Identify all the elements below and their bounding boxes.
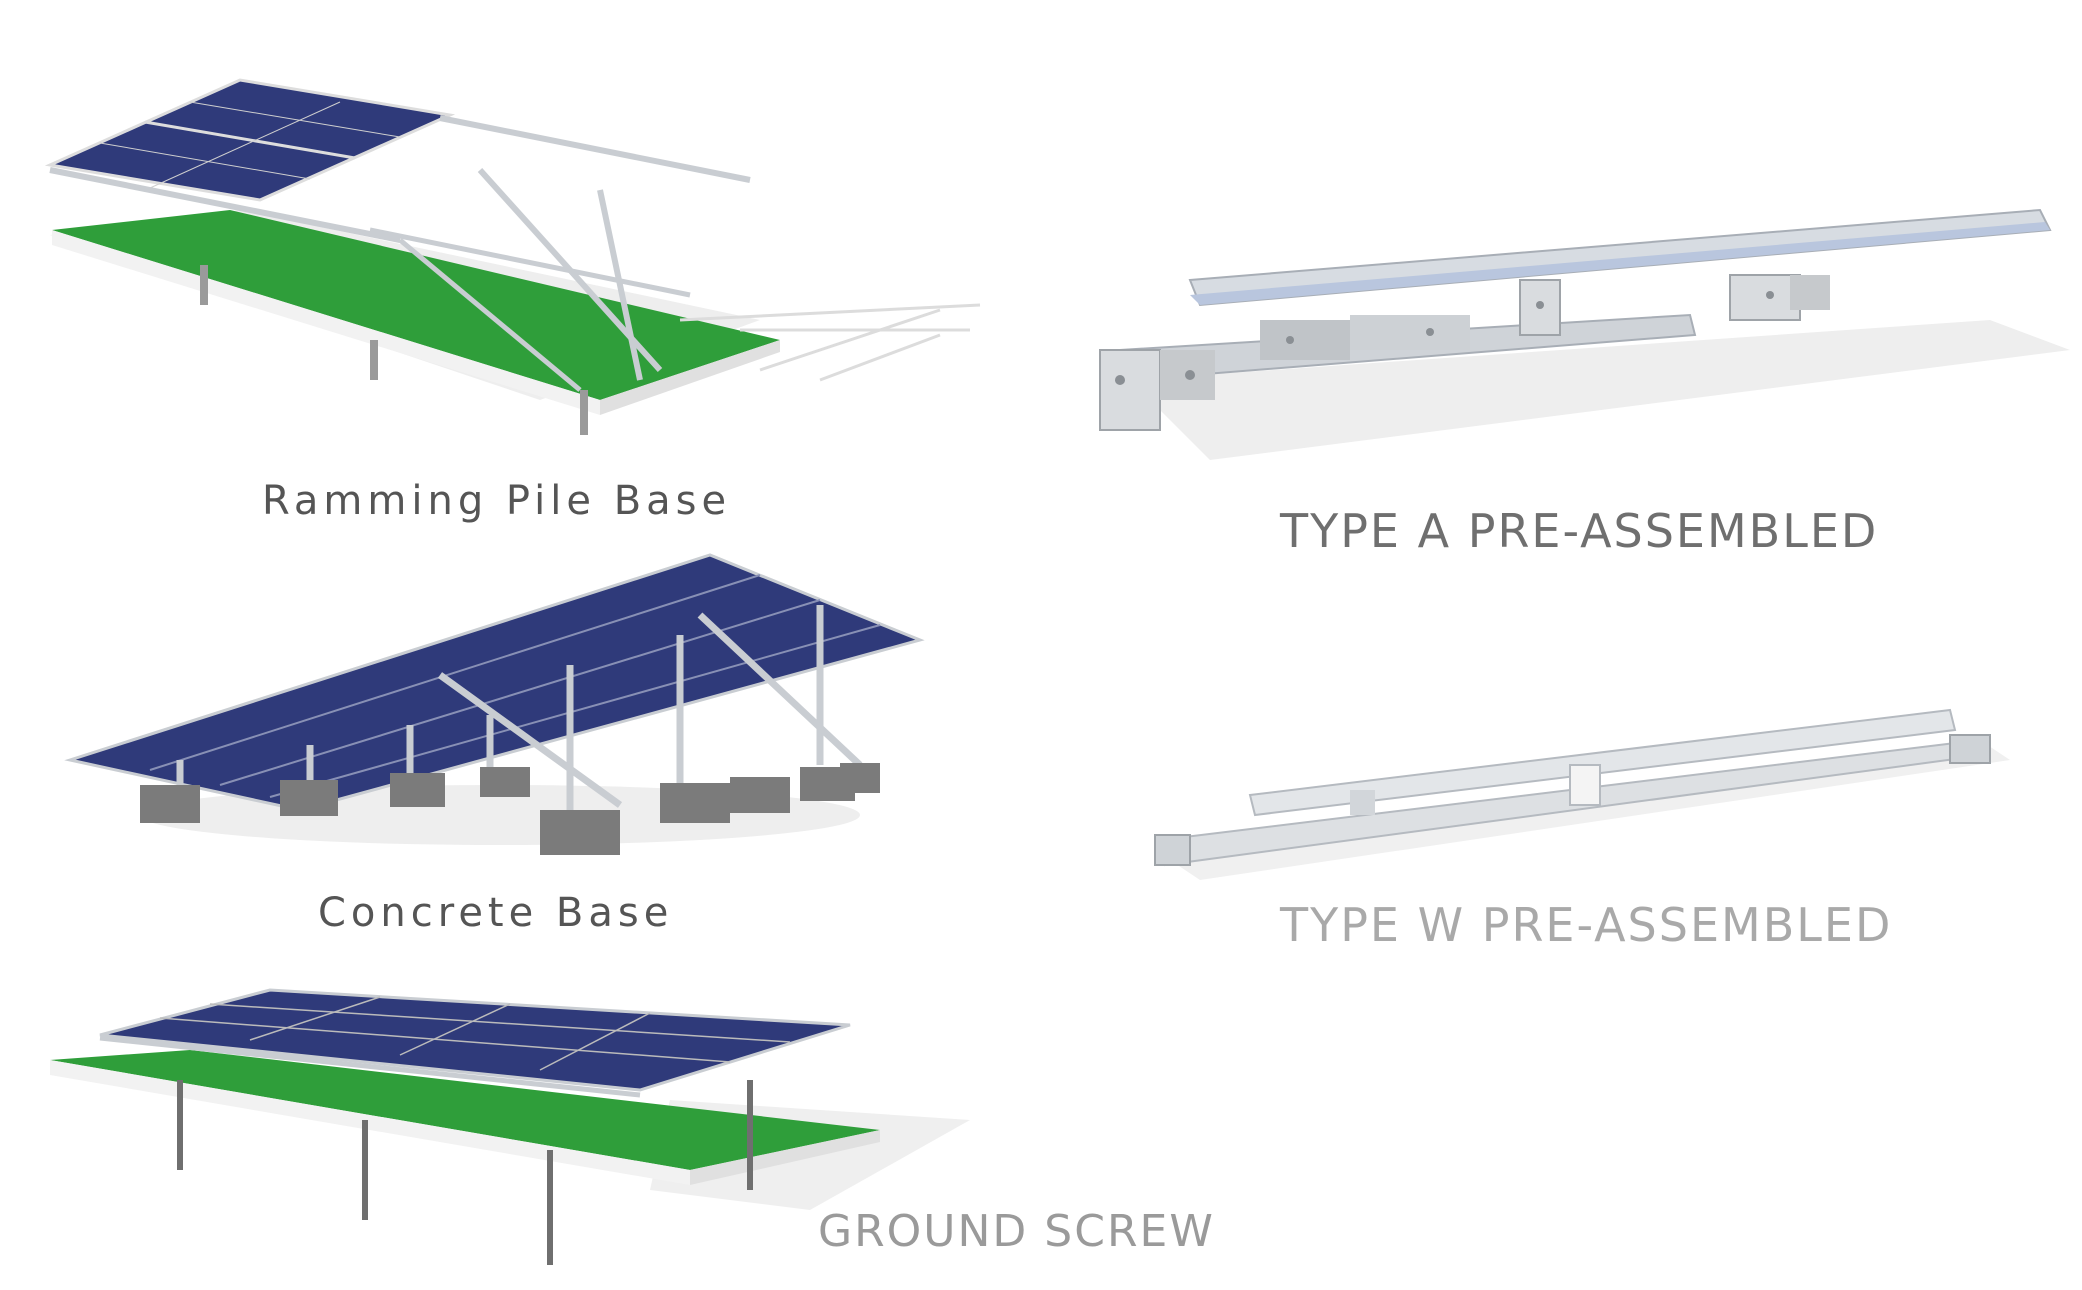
type-w-pre-assembled-illustration — [1154, 708, 2010, 880]
ramming-pile-base-caption: Ramming Pile Base — [262, 478, 732, 524]
type-a-pre-assembled-illustration — [1099, 208, 2070, 460]
concrete-base-caption: Concrete Base — [318, 890, 674, 936]
ramming-pile-base-illustration — [44, 78, 981, 435]
type-a-caption: TYPE A PRE-ASSEMBLED — [1280, 504, 1879, 558]
ground-screw-caption: GROUND SCREW — [818, 1206, 1215, 1257]
concrete-base-illustration — [64, 553, 925, 855]
ground-screw-illustration — [50, 988, 970, 1265]
type-w-caption: TYPE W PRE-ASSEMBLED — [1280, 898, 1893, 952]
